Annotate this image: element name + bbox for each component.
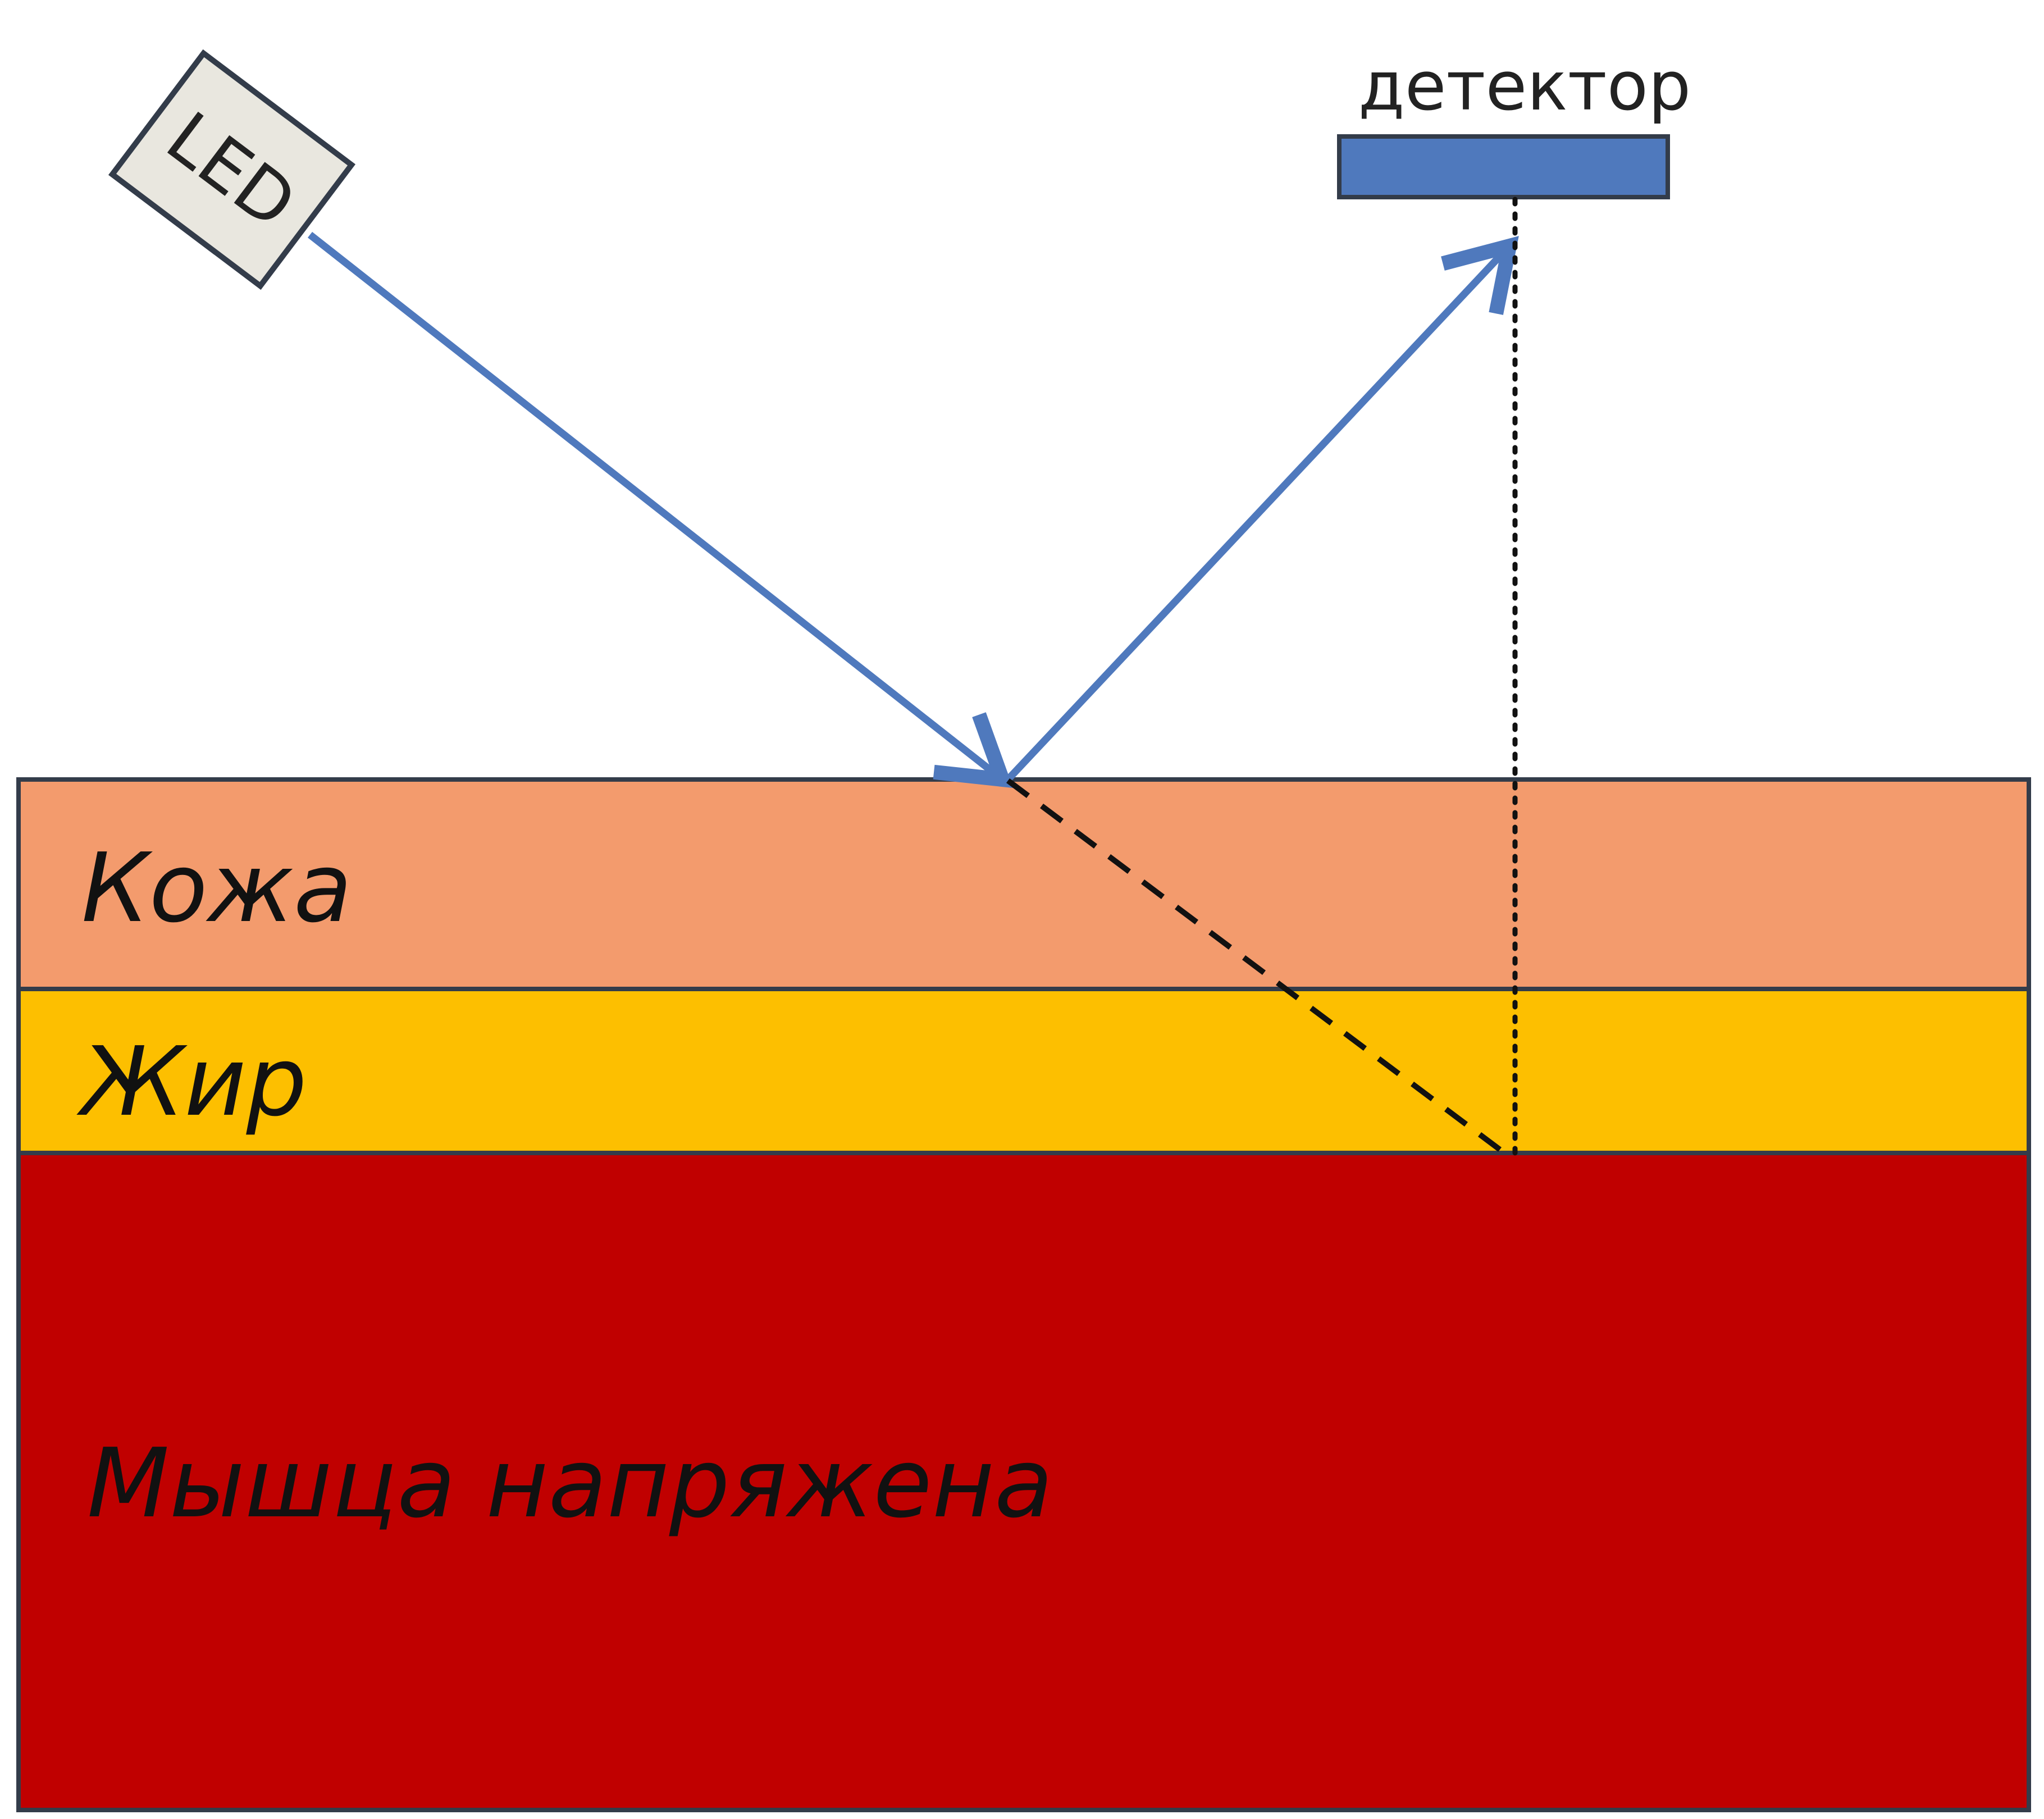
skin-layer (16, 777, 2031, 991)
refracted-path-dashed (1006, 778, 1515, 1162)
skin-label: Кожа (81, 833, 352, 944)
incident-beam-arrow (307, 231, 1014, 788)
fat-label: Жир (76, 1027, 307, 1138)
detector-bar (1337, 134, 1670, 199)
detector-label: детектор (1358, 48, 1691, 126)
muscle-label: Мышца напряжена (87, 1428, 1053, 1539)
led-box (108, 49, 356, 290)
fat-layer (16, 987, 2031, 1155)
led-source: LED (108, 49, 356, 290)
reflected-beam-arrow (1005, 236, 1519, 782)
muscle-layer (16, 1151, 2031, 1812)
